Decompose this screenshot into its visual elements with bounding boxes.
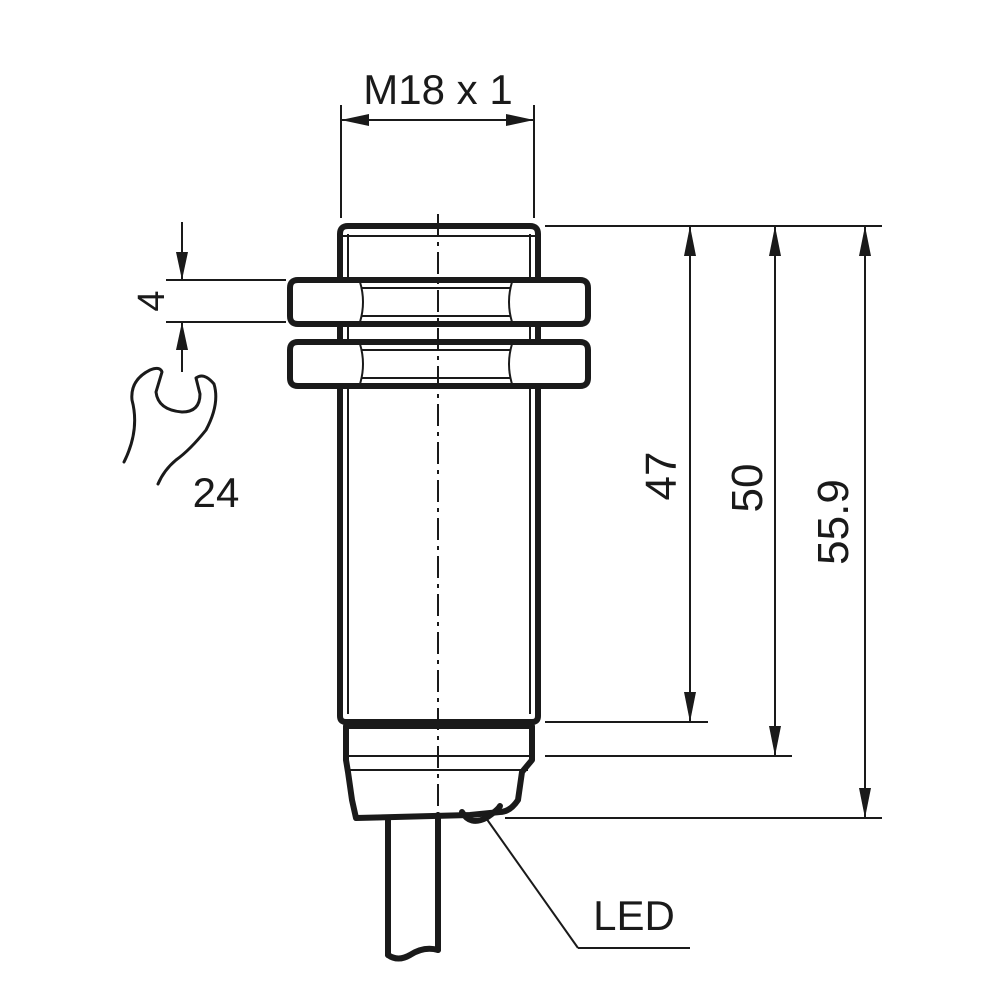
- cable: [385, 812, 441, 962]
- nut-thickness-label: 4: [131, 290, 173, 311]
- wrench-size-label: 24: [193, 469, 240, 516]
- dim-50-label: 50: [723, 464, 772, 513]
- lower-nut: [287, 339, 591, 389]
- led-label: LED: [593, 892, 675, 939]
- thread-dimension: [340, 105, 535, 218]
- sensor-rear-cap: [343, 723, 535, 821]
- length-dimensions: [505, 225, 882, 819]
- wrench-icon: [122, 366, 218, 486]
- dim-55-9-label: 55.9: [809, 479, 858, 565]
- dim-47-label: 47: [637, 452, 686, 501]
- nut-thickness-dimension: [166, 222, 286, 372]
- thread-label: M18 x 1: [363, 66, 512, 113]
- led-leader: [485, 817, 690, 949]
